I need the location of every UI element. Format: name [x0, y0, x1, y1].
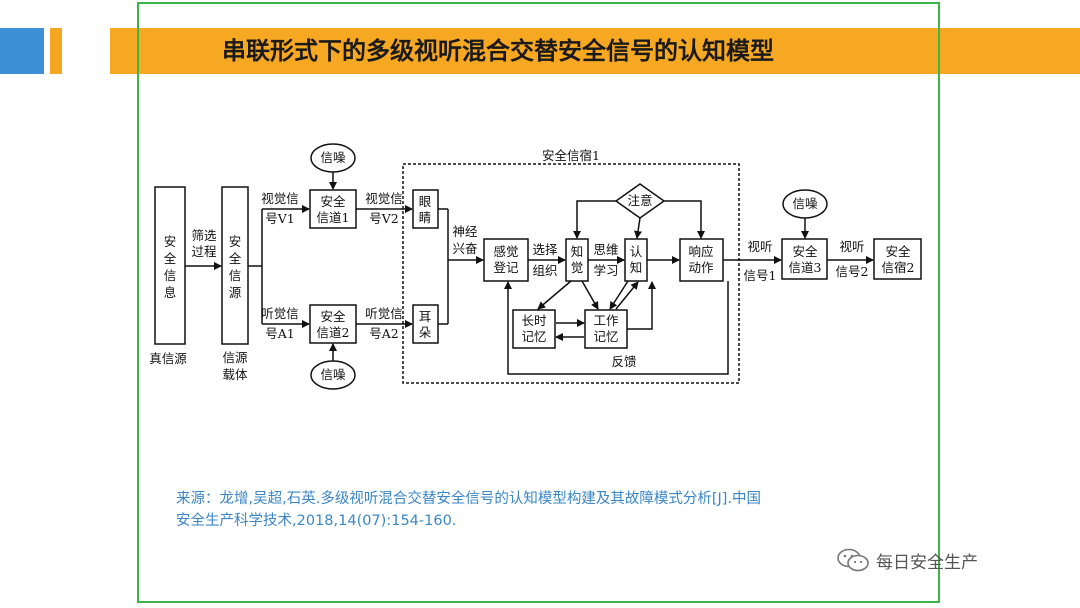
wechat-icon — [837, 548, 869, 572]
true-source-char-3: 信 — [164, 268, 177, 283]
visual-v2-label-1: 视觉信 — [365, 191, 403, 206]
source-citation: 来源：龙增,吴超,石英.多级视听混合交替安全信号的认知模型构建及其故障模式分析[… — [176, 488, 916, 532]
screening-label-1: 筛选 — [191, 228, 217, 243]
long-memory-box — [512, 309, 556, 349]
thinking-label-2: 学习 — [593, 263, 618, 278]
work-memory-label-1: 工作 — [593, 313, 619, 328]
audio-a1-label-2: 号A1 — [265, 326, 294, 341]
content-frame — [137, 2, 940, 603]
response-box — [679, 238, 724, 282]
sink2-box — [873, 238, 922, 280]
noise-bottom-label: 信噪 — [320, 367, 346, 382]
attention-label: 注意 — [627, 193, 652, 208]
arrow-attention-to-cognition — [634, 217, 642, 239]
av2-label-1: 视听 — [839, 239, 864, 254]
channel3-label-1: 安全 — [792, 244, 818, 259]
carrier-caption-2: 载体 — [222, 367, 248, 382]
select-label-2: 组织 — [532, 263, 557, 278]
left-accent-orange — [50, 28, 62, 74]
carrier-box — [221, 186, 249, 345]
arrow-cognition-to-work-memory — [609, 280, 629, 310]
visual-v1-label-1: 视觉信 — [261, 191, 299, 206]
arrow-attention-to-response — [664, 200, 705, 239]
screening-label-2: 过程 — [191, 244, 217, 259]
thinking-label-1: 思维 — [593, 242, 618, 257]
sink2-label-1: 安全 — [885, 244, 911, 259]
channel3-label-2: 信道3 — [789, 260, 822, 275]
true-source-char-4: 息 — [164, 285, 177, 300]
carrier-char-3: 信 — [229, 268, 242, 283]
watermark-text: 每日安全生产 — [876, 552, 978, 573]
eyes-label-2: 睛 — [419, 210, 432, 225]
visual-v1-label-2: 号V1 — [265, 211, 294, 226]
long-memory-label-1: 长时 — [521, 313, 547, 328]
true-source-char-1: 安 — [164, 234, 177, 249]
audio-a2-label-1: 听觉信 — [365, 306, 403, 321]
receiver-region-box — [402, 163, 740, 384]
long-memory-label-2: 记忆 — [521, 329, 546, 344]
carrier-char-2: 全 — [229, 251, 242, 266]
eyes-box — [412, 189, 439, 229]
select-label-1: 选择 — [532, 242, 558, 257]
true-source-caption: 真信源 — [149, 351, 187, 366]
ears-label-1: 耳 — [419, 309, 432, 324]
ears-label-2: 朵 — [419, 325, 432, 340]
response-label-1: 响应 — [688, 244, 713, 259]
arrow-perception-to-long-memory — [537, 280, 572, 310]
av1-label-2: 信号1 — [744, 268, 777, 283]
carrier-caption-1: 信源 — [222, 350, 248, 365]
watermark: 每日安全生产 — [836, 545, 978, 575]
feedback-label: 反馈 — [611, 354, 636, 369]
source-line-2: 安全生产科学技术,2018,14(07):154-160. — [176, 513, 457, 529]
cognition-label-1: 认 — [630, 244, 643, 259]
work-memory-label-2: 记忆 — [593, 329, 618, 344]
channel1-label-2: 信道1 — [317, 210, 350, 225]
nerve-label-2: 兴奋 — [452, 241, 478, 256]
source-line-1: 来源：龙增,吴超,石英.多级视听混合交替安全信号的认知模型构建及其故障模式分析[… — [176, 491, 762, 507]
work-memory-box — [584, 309, 628, 349]
visual-v2-label-2: 号V2 — [369, 211, 398, 226]
eyes-label-1: 眼 — [419, 194, 432, 209]
channel2-label-2: 信道2 — [317, 325, 350, 340]
nerve-label-1: 神经 — [452, 224, 478, 239]
region-label: 安全信宿1 — [542, 148, 600, 163]
carrier-char-4: 源 — [229, 285, 242, 300]
noise-right-label: 信噪 — [792, 196, 818, 211]
arrow-perception-to-work-memory — [581, 280, 599, 310]
true-source-char-2: 全 — [164, 251, 177, 266]
cognition-label-2: 知 — [630, 260, 643, 275]
perception-label-1: 知 — [571, 244, 584, 259]
slide-title: 串联形式下的多级视听混合交替安全信号的认知模型 — [222, 37, 774, 65]
channel3-box — [781, 238, 828, 280]
av2-label-2: 信号2 — [836, 264, 869, 279]
channel2-label-1: 安全 — [320, 309, 346, 324]
title-bar — [110, 28, 1080, 74]
arrow-work-memory-up — [627, 281, 656, 330]
response-label-2: 动作 — [688, 260, 714, 275]
arrow-attention-to-perception — [573, 200, 616, 239]
arrow-feedback-loop — [504, 281, 729, 375]
arrow-work-memory-to-cognition — [615, 281, 639, 310]
av1-label-1: 视听 — [747, 239, 772, 254]
sensory-label-2: 登记 — [493, 260, 519, 275]
channel1-box — [309, 189, 357, 229]
ears-box — [412, 304, 439, 344]
sink2-label-2: 信宿2 — [882, 260, 915, 275]
left-accent-blue — [0, 28, 44, 74]
channel1-label-1: 安全 — [320, 194, 346, 209]
audio-a1-label-1: 听觉信 — [261, 306, 299, 321]
sensory-label-1: 感觉 — [493, 244, 518, 259]
perception-label-2: 觉 — [571, 260, 584, 275]
noise-top-label: 信噪 — [320, 150, 346, 165]
carrier-char-1: 安 — [229, 234, 242, 249]
audio-a2-label-2: 号A2 — [369, 326, 398, 341]
true-source-box — [154, 186, 186, 345]
